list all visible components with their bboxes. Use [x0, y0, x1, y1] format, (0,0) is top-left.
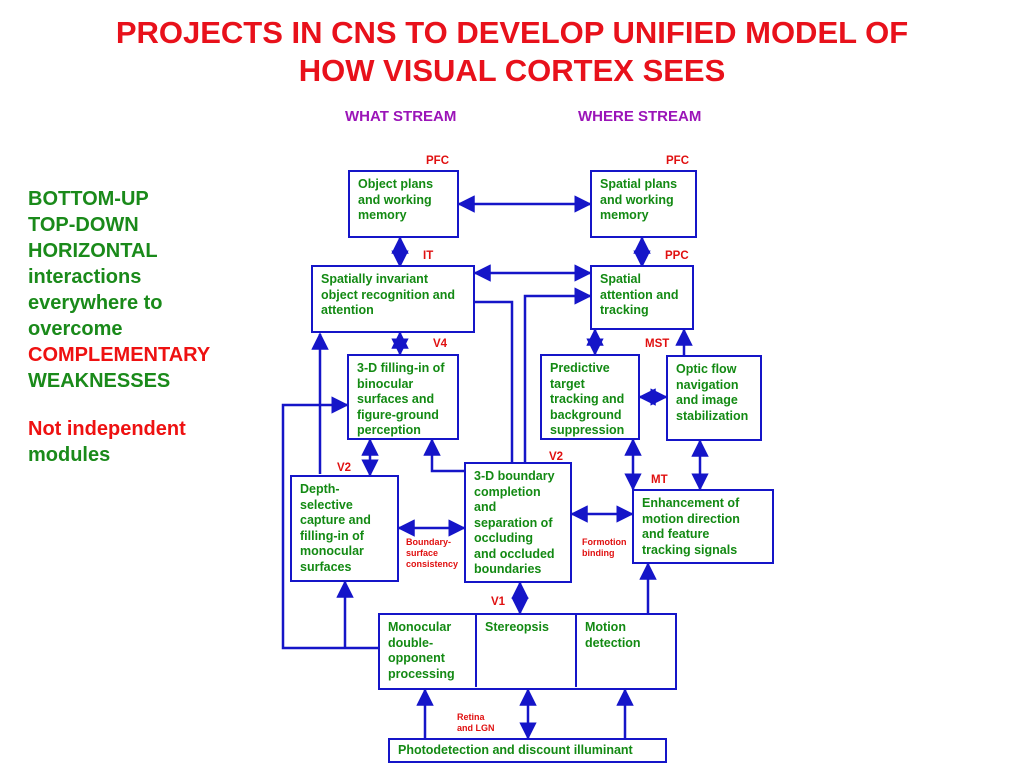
- ppc-label: PPC: [665, 250, 689, 262]
- photodetection-box: Photodetection and discount illuminant: [388, 738, 667, 763]
- v1-label: V1: [491, 596, 506, 608]
- spatial-attention-box: Spatial attention and tracking: [590, 265, 694, 330]
- left-text-line: HORIZONTAL: [28, 240, 158, 262]
- left-annotation: BOTTOM-UP TOP-DOWN HORIZONTAL interactio…: [28, 186, 273, 468]
- motion-enhancement-box: Enhancement of motion direction and feat…: [632, 489, 774, 564]
- left-text-line: everywhere to: [28, 292, 163, 314]
- v4-boundary-arrow: [423, 438, 464, 473]
- predictive-tracking-box: Predictive target tracking and backgroun…: [540, 354, 640, 440]
- ppc-to-boundary-line: [523, 287, 592, 462]
- left-text-line: interactions: [28, 266, 142, 288]
- object-plans-box: Object plans and working memory: [348, 170, 459, 238]
- mst-label: MST: [645, 338, 670, 350]
- it-label: IT: [423, 250, 434, 262]
- invariant-recognition-box: Spatially invariant object recognition a…: [311, 265, 475, 333]
- v2-right-label: V2: [549, 451, 564, 463]
- left-text-line: Not independent: [28, 418, 186, 440]
- page-title: PROJECTS IN CNS TO DEVELOP UNIFIED MODEL…: [0, 14, 1024, 90]
- monocular-cell: Monocular double- opponent processing: [380, 615, 477, 687]
- stereopsis-cell: Stereopsis: [477, 615, 577, 687]
- where-stream-heading: WHERE STREAM: [578, 108, 702, 125]
- what-stream-heading: WHAT STREAM: [345, 108, 457, 125]
- title-line-1: PROJECTS IN CNS TO DEVELOP UNIFIED MODEL…: [115, 15, 909, 50]
- boundary-3d-box: 3-D boundary completion and separation o…: [464, 462, 572, 583]
- mt-label: MT: [651, 474, 668, 486]
- filling-3d-box: 3-D filling-in of binocular surfaces and…: [347, 354, 459, 440]
- formotion-note: Formotion binding: [582, 537, 627, 558]
- left-text-line: WEAKNESSES: [28, 370, 171, 392]
- v1-processing-box: Monocular double- opponent processing St…: [378, 613, 677, 690]
- left-text-line: modules: [28, 444, 111, 466]
- left-text-line: overcome: [28, 318, 123, 340]
- left-text-line: COMPLEMENTARY: [28, 344, 211, 366]
- monocular-v4-loop: [281, 396, 378, 650]
- boundary-surface-note: Boundary- surface consistency: [406, 537, 459, 569]
- depth-selective-box: Depth- selective capture and filling-in …: [290, 475, 399, 582]
- spatial-plans-box: Spatial plans and working memory: [590, 170, 697, 238]
- pfc-left-label: PFC: [426, 155, 449, 167]
- optic-flow-box: Optic flow navigation and image stabiliz…: [666, 355, 762, 441]
- pfc-right-label: PFC: [666, 155, 689, 167]
- v2-left-label: V2: [337, 462, 352, 474]
- title-line-2: HOW VISUAL CORTEX SEES: [298, 53, 726, 88]
- left-text-line: TOP-DOWN: [28, 214, 139, 236]
- retina-note: Retina and LGN: [457, 712, 495, 733]
- motion-detection-cell: Motion detection: [585, 620, 641, 650]
- it-to-boundary-line: [475, 300, 514, 462]
- v4-label: V4: [433, 338, 448, 350]
- left-text-line: BOTTOM-UP: [28, 188, 149, 210]
